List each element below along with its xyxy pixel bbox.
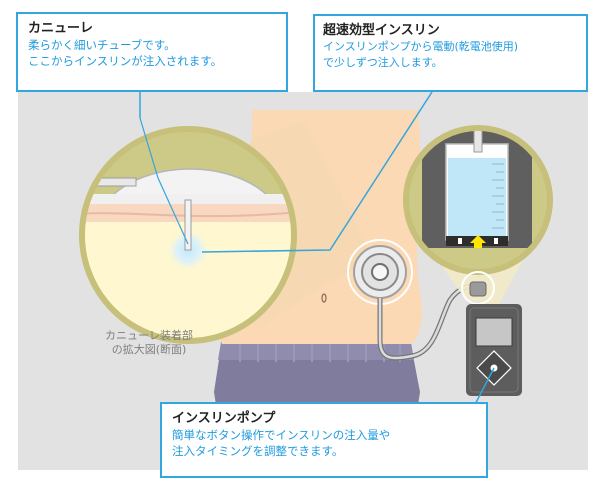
enlarged-view-label: カニューレ装着部 の拡大図(断面) bbox=[104, 329, 194, 357]
cannula-callout-line-2: ここからインスリンが注入されます。 bbox=[28, 54, 223, 68]
pump-callout: インスリンポンプ 簡単なボタン操作でインスリンの注入量や 注入タイミングを調整で… bbox=[160, 402, 488, 478]
piston-arrow-icon bbox=[470, 235, 486, 248]
navel bbox=[321, 293, 327, 303]
cannula-zoom-circle bbox=[82, 129, 294, 341]
reservoir-zoom-circle bbox=[406, 128, 550, 272]
leader-insulin bbox=[201, 91, 433, 253]
cannula-callout-title: カニューレ bbox=[28, 21, 94, 36]
enlarged-view-label-line-2: の拡大図(断面) bbox=[111, 343, 187, 356]
pump-screen bbox=[475, 317, 513, 347]
insulin-callout: 超速効型インスリン インスリンポンプから電動(乾電池使用) で少しずつ注入します… bbox=[313, 14, 588, 92]
insulin-callout-line-1: インスリンポンプから電動(乾電池使用) bbox=[323, 40, 519, 53]
insulin-callout-line-2: で少しずつ注入します。 bbox=[323, 56, 443, 69]
pump-callout-title: インスリンポンプ bbox=[172, 411, 276, 426]
pants-ribbing bbox=[239, 342, 401, 362]
pump-callout-line-2: 注入タイミングを調整できます。 bbox=[172, 444, 344, 458]
cannula-callout: カニューレ 柔らかく細いチューブです。 ここからインスリンが注入されます。 bbox=[16, 12, 288, 92]
enlarged-view-label-line-1: カニューレ装着部 bbox=[105, 329, 193, 342]
cannula-zoom-ring bbox=[79, 126, 297, 344]
insulin-callout-title: 超速効型インスリン bbox=[323, 23, 440, 38]
pump-callout-line-1: 簡単なボタン操作でインスリンの注入量や bbox=[172, 428, 391, 442]
cannula-callout-line-1: 柔らかく細いチューブです。 bbox=[28, 38, 176, 52]
